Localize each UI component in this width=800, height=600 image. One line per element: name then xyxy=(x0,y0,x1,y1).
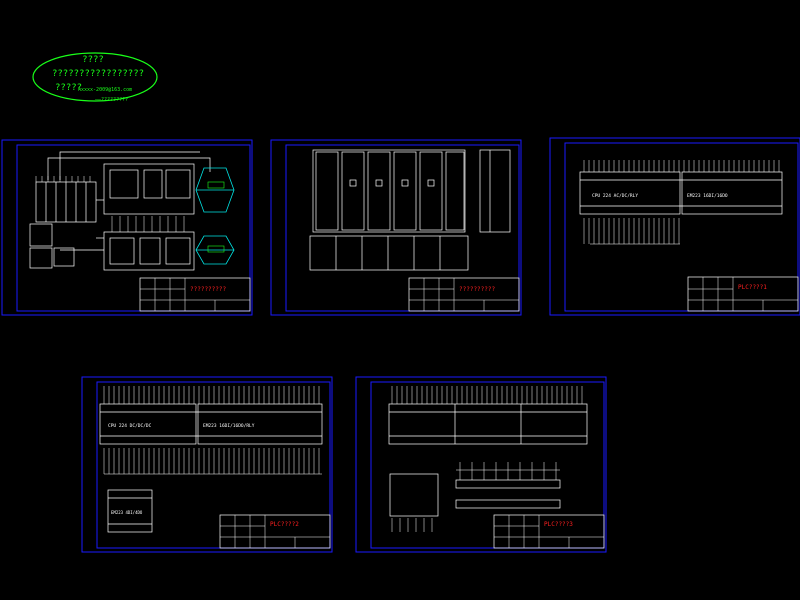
note-line-1: ???? xyxy=(82,55,104,65)
drawing-sheet-2: ?????????? xyxy=(270,139,522,316)
plc-cpu-label: CPU 224 AC/DC/RLY xyxy=(592,193,638,199)
plc-expansion-label: EM223 16DI/16DO/RLY xyxy=(203,423,255,429)
wiring-details xyxy=(35,160,780,532)
title-block: PLC????2 xyxy=(219,514,331,549)
title-code: PLC????1 xyxy=(738,284,767,291)
sheet-inner-frame xyxy=(285,144,520,312)
sheet-frame xyxy=(1,139,253,316)
note-line-5: ——????????? xyxy=(95,97,128,103)
cabinet-front-view xyxy=(309,149,511,271)
title-block: ?????????? xyxy=(408,277,520,312)
drawing-sheet-3: CPU 224 AC/DC/RLY EM223 16DI/16DO PLC???… xyxy=(549,137,800,316)
note-line-4: hxxxx-2009@163.com xyxy=(78,87,132,93)
drawing-sheet-5: PLC????3 xyxy=(355,376,607,553)
plc-cpu-label: CPU 224 DC/DC/DC xyxy=(108,423,152,429)
plc-modules xyxy=(99,403,323,533)
sheet-frame xyxy=(270,139,522,316)
note-line-3: ????? xyxy=(55,83,82,93)
sheet-inner-frame xyxy=(564,142,799,312)
title-block: ?????????? xyxy=(139,277,251,312)
sheet-inner-frame xyxy=(16,144,251,312)
sheet-frame xyxy=(549,137,800,316)
process-schematic xyxy=(29,151,211,271)
title-code: ?????????? xyxy=(459,286,496,293)
filter-vessels xyxy=(195,167,235,265)
sheet-inner-frame xyxy=(96,381,331,549)
plc-modules xyxy=(388,403,588,517)
title-code: PLC????3 xyxy=(544,521,573,528)
plc-aux-label: EM223 4DI/4DO xyxy=(111,510,143,515)
plc-expansion-label: EM223 16DI/16DO xyxy=(687,193,728,199)
plc-modules xyxy=(579,171,783,215)
title-code: ?????????? xyxy=(190,286,227,293)
title-block: PLC????3 xyxy=(493,514,605,549)
sheet-frame xyxy=(81,376,333,553)
sheet-frame xyxy=(355,376,607,553)
note-stamp-ellipse xyxy=(32,52,158,102)
drawing-sheet-4: CPU 224 DC/DC/DC EM223 16DI/16DO/RLY EM2… xyxy=(81,376,333,553)
title-code: PLC????2 xyxy=(270,521,299,528)
note-line-2: ????????????????? xyxy=(52,69,144,79)
drawing-sheet-1: ?????????? xyxy=(1,139,253,316)
title-block: PLC????1 xyxy=(687,276,799,312)
note-stamp: ???? ????????????????? ????? hxxxx-2009@… xyxy=(32,52,158,103)
sheet-inner-frame xyxy=(370,381,605,549)
